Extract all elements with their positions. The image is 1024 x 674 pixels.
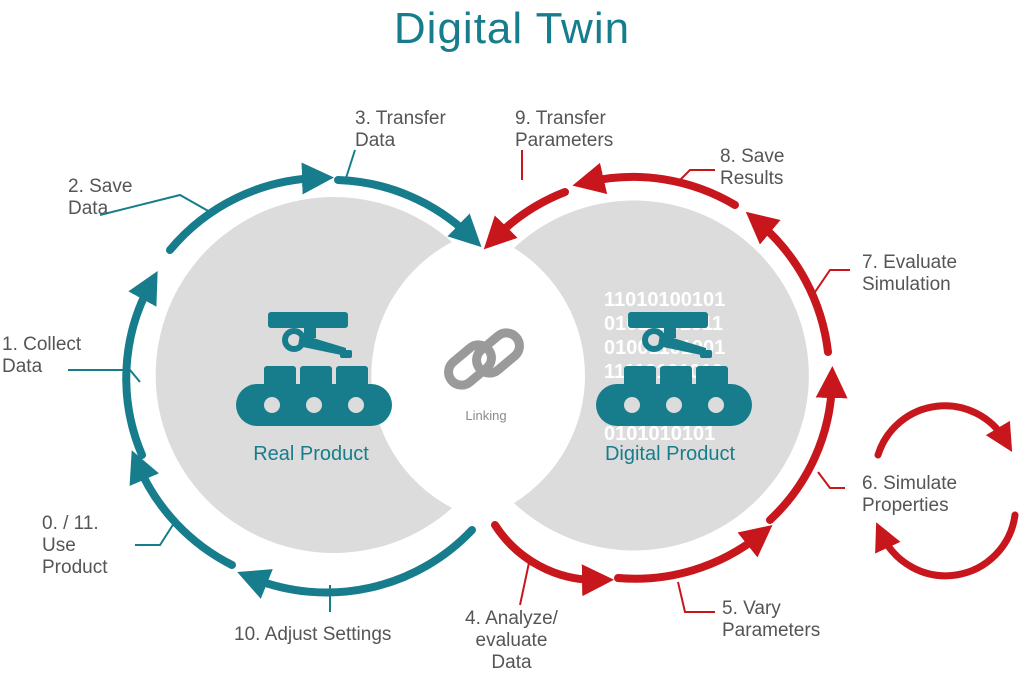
arrow-adjust-settings bbox=[237, 526, 476, 599]
step-use-product: 0. / 11. Use Product bbox=[42, 513, 107, 579]
step-vary-parameters: 5. Vary Parameters bbox=[722, 598, 820, 642]
step-adjust-settings: 10. Adjust Settings bbox=[234, 624, 391, 646]
step-line: Parameters bbox=[722, 620, 821, 641]
step-simulate-properties: 6. Simulate Properties bbox=[862, 473, 957, 517]
step-line: 5. Vary bbox=[722, 598, 781, 619]
step-line: 1. Collect bbox=[2, 334, 82, 355]
step-line: 10. Adjust Settings bbox=[234, 624, 392, 645]
step-line: 6. Simulate bbox=[862, 473, 958, 494]
conveyor-robot-icon bbox=[596, 312, 752, 426]
step-save-results: 8. Save Results bbox=[720, 146, 784, 190]
arrow-transfer-parameters bbox=[483, 188, 569, 250]
step-line: Data bbox=[491, 652, 532, 673]
arrow-transfer-in bbox=[334, 176, 482, 248]
real-product-label: Real Product bbox=[253, 443, 369, 465]
step-line: Data bbox=[2, 356, 43, 377]
arrow-evaluate bbox=[745, 211, 832, 356]
chain-link-icon bbox=[444, 328, 524, 390]
step-line: Simulation bbox=[862, 274, 951, 295]
linking-label: Linking bbox=[465, 408, 506, 423]
leader-lines bbox=[68, 149, 850, 613]
digital-cycle-arrows bbox=[483, 162, 848, 597]
page-title: Digital Twin bbox=[393, 4, 631, 53]
step-line: Data bbox=[68, 198, 109, 219]
step-line: 0. / 11. bbox=[42, 513, 99, 534]
step-save-data: 2. Save Data bbox=[68, 176, 132, 220]
arrow-simulate bbox=[766, 366, 848, 524]
step-line: Properties bbox=[862, 495, 949, 516]
step-line: evaluate bbox=[475, 630, 548, 651]
step-evaluate-simulation: 7. Evaluate Simulation bbox=[862, 252, 957, 296]
step-line: 3. Transfer bbox=[355, 108, 446, 129]
step-line: 7. Evaluate bbox=[862, 252, 958, 273]
refresh-cycle-icon bbox=[874, 402, 1019, 580]
step-line: 4. Analyze/ bbox=[465, 608, 558, 629]
step-transfer-data: 3. Transfer Data bbox=[355, 108, 446, 152]
step-transfer-parameters: 9. Transfer Parameters bbox=[515, 108, 613, 152]
step-line: Parameters bbox=[515, 130, 614, 151]
step-line: 9. Transfer bbox=[515, 108, 606, 129]
conveyor-robot-icon bbox=[236, 312, 392, 426]
arrow-save-to-transfer bbox=[166, 162, 334, 254]
arrow-vary-parameters bbox=[614, 525, 773, 583]
step-line: Results bbox=[720, 168, 784, 189]
arrow-save-results bbox=[572, 162, 739, 209]
step-collect-data: 1. Collect Data bbox=[2, 334, 81, 378]
digital-product-label: Digital Product bbox=[605, 443, 736, 465]
step-analyze: 4. Analyze/ evaluate Data bbox=[465, 608, 558, 674]
arrow-use-product bbox=[129, 450, 236, 569]
binary-line: 0101010101 bbox=[604, 423, 715, 445]
binary-line: 11010100101 bbox=[604, 289, 725, 311]
step-line: Use bbox=[42, 535, 76, 556]
step-line: Product bbox=[42, 557, 108, 578]
step-line: 2. Save bbox=[68, 176, 133, 197]
step-line: Data bbox=[355, 130, 396, 151]
real-cycle-arrows bbox=[122, 162, 482, 599]
arrow-analyze bbox=[491, 521, 614, 597]
step-line: 8. Save bbox=[720, 146, 785, 167]
